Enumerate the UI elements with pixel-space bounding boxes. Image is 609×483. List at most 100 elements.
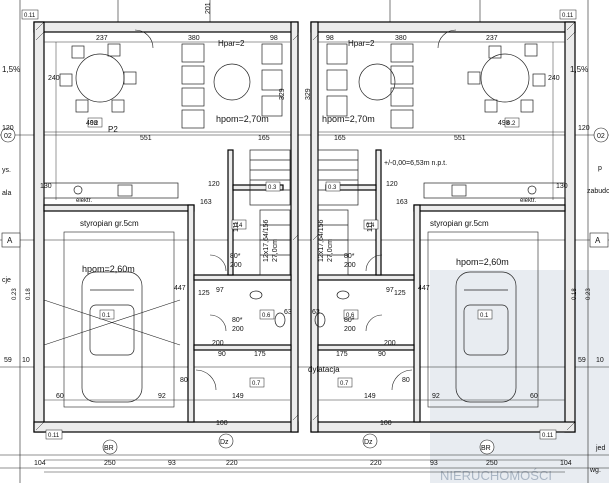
dim: 59: [4, 357, 12, 364]
dining-table-left: [59, 43, 137, 113]
hpar-right: Hpar=2: [348, 39, 375, 48]
dim: 104: [34, 460, 46, 467]
watermark: NIERUCHOMOŚCI: [430, 270, 609, 483]
dim: 220: [370, 460, 382, 467]
room-tag: 0.3: [328, 185, 337, 191]
dim: 10: [596, 357, 604, 364]
room-tags: 0.1 0.2 0.2 0.3 0.3 0.4 0.4 0.6 0.6 0.7 …: [87, 117, 520, 388]
level-tag: 0.23: [12, 288, 18, 300]
garage-height-right: hpom=2,60m: [456, 257, 509, 267]
dim: 237: [486, 35, 498, 42]
dim: 240: [548, 75, 560, 82]
dim: 93: [168, 460, 176, 467]
axis-02-left: 02: [4, 133, 12, 140]
dim: 447: [418, 285, 430, 292]
dim: 104: [560, 460, 572, 467]
room-tag: 0.2: [507, 121, 516, 127]
room-tag: 0.4: [366, 223, 375, 229]
kitchen-counter: [43, 182, 566, 199]
insulation-right: styropian gr.5cm: [430, 219, 489, 228]
misc: 63: [312, 309, 320, 316]
misc: 329: [279, 88, 286, 100]
side-ala: ala: [2, 190, 11, 197]
section-a-right: A: [595, 236, 601, 245]
dim: 149: [364, 393, 376, 400]
dim: 130: [40, 183, 52, 190]
dim: 60: [56, 393, 64, 400]
dim: 90: [218, 351, 226, 358]
dim: 90: [378, 351, 386, 358]
misc: 329: [305, 88, 312, 100]
level-tag: 0.11: [24, 13, 36, 19]
dim: 120: [208, 181, 220, 188]
axis-dz-left: Dz: [220, 439, 229, 446]
door-tag: 80*: [232, 317, 243, 324]
staircase: [249, 149, 359, 276]
side-jed: jed: [595, 445, 605, 452]
side-ys: ys.: [2, 167, 11, 174]
dim: 120: [2, 125, 14, 132]
living-height-left: hpom=2,70m: [216, 114, 269, 124]
misc: 97: [216, 287, 224, 294]
dim: 163: [200, 199, 212, 206]
stair-labels: 12x17,64/156 27,0cm 12x17,64/156 27,0cm: [263, 219, 334, 262]
level-tag: 0.11: [562, 13, 574, 19]
walls: [33, 21, 576, 433]
dim: 10: [22, 357, 30, 364]
plan-labels: 1,5% 1,5% Hpar=2 Hpar=2 hpom=2,70m hpom=…: [2, 39, 609, 474]
dim: 200: [212, 340, 224, 347]
dim: 130: [556, 183, 568, 190]
room-tag: 0.4: [234, 223, 243, 229]
misc-numbers: 329 329 111 111 97 97 63 63 201: [205, 2, 394, 316]
room-tag: 0.6: [346, 313, 355, 319]
watermark-text: NIERUCHOMOŚCI: [440, 468, 552, 483]
sofa-right: [326, 43, 414, 129]
axis-br-left: BR: [104, 445, 114, 452]
room-tag: 0.7: [252, 381, 261, 387]
level-tag: 0.11: [48, 433, 60, 439]
room-tag: 0.1: [480, 313, 489, 319]
door-tag: 200: [344, 262, 356, 269]
insulation-frames: [43, 231, 539, 408]
misc: 111: [367, 221, 374, 232]
dim: 220: [226, 460, 238, 467]
misc: 201: [205, 2, 212, 14]
level-tag: 0.18: [26, 288, 32, 300]
dim: 498: [86, 120, 98, 127]
level-tag: 0.23: [586, 288, 592, 300]
dim: 498: [498, 120, 510, 127]
dim: 60: [530, 393, 538, 400]
dim: 165: [258, 135, 270, 142]
dim: 125: [198, 290, 210, 297]
dim: 100: [216, 420, 228, 427]
elektr-left: elektr.: [76, 198, 92, 204]
room-tag: 0.2: [90, 121, 99, 127]
dim: 125: [394, 290, 406, 297]
misc: 111: [233, 221, 240, 232]
dim: 237: [96, 35, 108, 42]
door-tags: 80* 200 80* 200 80* 200 80* 200: [230, 253, 356, 333]
wall-hatching: [35, 21, 576, 431]
room-tag: 0.7: [340, 381, 349, 387]
dim: 149: [232, 393, 244, 400]
dilatation-label: dylatacja: [308, 365, 340, 374]
side-wg: wg.: [589, 467, 601, 474]
stairs-right-2: 27,0cm: [327, 239, 334, 262]
dim: 93: [430, 460, 438, 467]
side-zabud: zabudo: [587, 188, 609, 195]
dim: 250: [486, 460, 498, 467]
level-note: +/-0,00=6,53m n.p.t.: [384, 160, 447, 167]
dim: 120: [386, 181, 398, 188]
level-tag: 0.18: [572, 288, 578, 300]
stairs-right: 12x17,64/156: [318, 219, 325, 262]
section-markers: [1, 232, 609, 248]
dim: 80: [180, 377, 188, 384]
dim: 551: [140, 135, 152, 142]
level-tag: 0.11: [542, 433, 554, 439]
axis-02-right: 02: [597, 133, 605, 140]
dim: 380: [395, 35, 407, 42]
axis-markers: [0, 127, 609, 455]
misc: 63: [284, 309, 292, 316]
stairs-left-2: 27,0cm: [272, 239, 279, 262]
